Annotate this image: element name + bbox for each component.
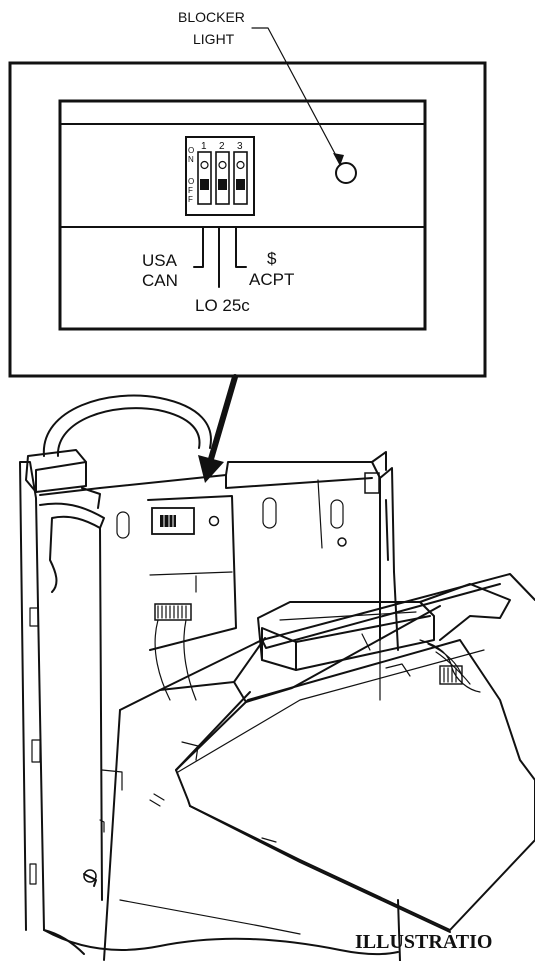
mount-slot-2 bbox=[262, 497, 277, 529]
dip-toggle-3 bbox=[233, 151, 248, 205]
validator-unit bbox=[19, 394, 535, 961]
blocker-leader-line bbox=[251, 27, 341, 164]
mount-slot-1 bbox=[116, 511, 130, 539]
bill-cassette bbox=[257, 601, 435, 671]
ribbon-connector bbox=[154, 603, 192, 621]
dip-off-label-f1: F bbox=[188, 186, 193, 195]
label-lo25: LO 25c bbox=[195, 296, 250, 315]
blocker-label-line2: LIGHT bbox=[193, 31, 235, 47]
label-usa: USA bbox=[142, 251, 178, 270]
dip-position-2: 2 bbox=[219, 141, 225, 152]
unit-dip-module bbox=[151, 507, 195, 535]
dip-toggle-2 bbox=[215, 151, 230, 205]
dip-on-label-o: O bbox=[188, 146, 194, 155]
label-acpt: ACPT bbox=[249, 270, 294, 289]
dip-switch bbox=[185, 136, 255, 216]
detail-frame-outer bbox=[8, 61, 487, 378]
pointer-arrowhead bbox=[198, 455, 224, 483]
label-can: CAN bbox=[142, 271, 178, 290]
left-latch bbox=[39, 502, 105, 593]
pointer-arrow-shaft bbox=[208, 374, 238, 462]
ribbon-cable bbox=[154, 619, 197, 701]
dip-off-label-f2: F bbox=[188, 195, 193, 204]
label-dollar: $ bbox=[267, 249, 277, 268]
dip-toggle-1 bbox=[197, 151, 212, 205]
cable-loop bbox=[42, 394, 212, 457]
illustration-caption: ILLUSTRATIO bbox=[355, 931, 492, 953]
dip-on-label-n: N bbox=[188, 155, 194, 164]
detail-frame-inner bbox=[58, 99, 427, 331]
dip-off-label-o: O bbox=[188, 177, 194, 186]
door-strap bbox=[419, 583, 511, 641]
usa-can-leader bbox=[193, 226, 204, 268]
mount-slot-4 bbox=[337, 537, 347, 547]
left-rail bbox=[19, 461, 45, 931]
dip-position-1: 1 bbox=[201, 141, 207, 152]
blocker-arrowhead bbox=[333, 153, 344, 166]
back-plate bbox=[99, 461, 381, 641]
mount-slot-3 bbox=[330, 499, 344, 529]
blocker-light-led bbox=[335, 162, 357, 184]
dip-position-3: 3 bbox=[237, 141, 243, 152]
acpt-leader bbox=[235, 226, 247, 268]
door-panel bbox=[175, 639, 535, 931]
blocker-label-line1: BLOCKER bbox=[178, 9, 245, 25]
